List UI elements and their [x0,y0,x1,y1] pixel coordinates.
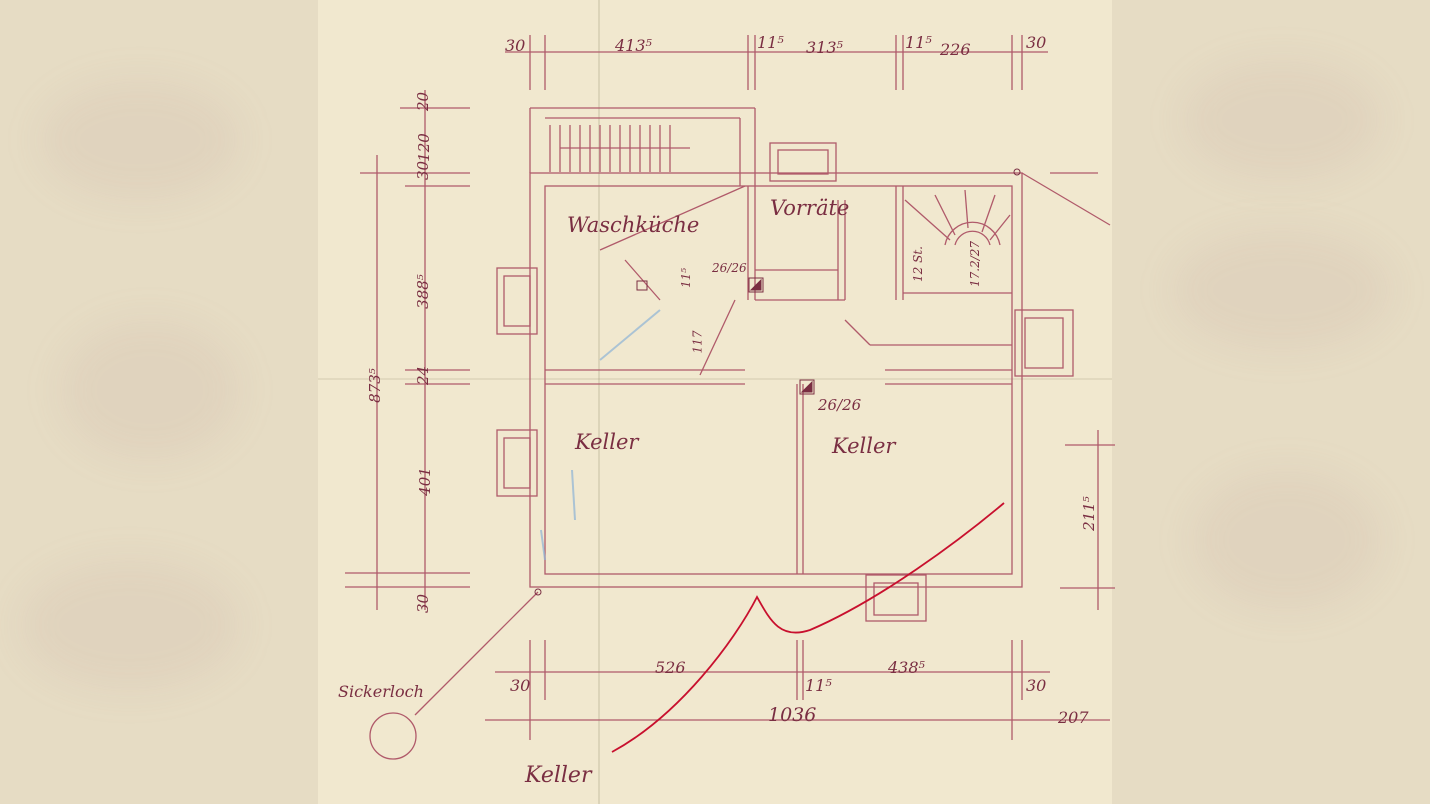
dim-left-6: 401 [415,467,434,496]
room-label-keller-right: Keller [832,434,896,458]
hall-dim-b: 117 [690,330,705,354]
dim-bottom-5: 30 [1026,676,1047,695]
chimney-size-b: 26/26 [818,396,862,414]
dim-bottom-2: 526 [655,658,686,677]
dim-bottom-4: 438⁵ [888,658,925,677]
dim-left-1: 20 [414,91,433,112]
label-sickerloch: Sickerloch [338,682,424,701]
label-keller-note: Keller [525,763,592,788]
chimney-size-a: 26/26 [712,261,747,275]
dim-bottom-extra: 207 [1058,708,1089,727]
dim-bottom-3: 11⁵ [805,676,832,695]
stair-count: 12 St. [910,246,925,282]
blurred-margin-left [0,0,318,804]
room-label-keller-left: Keller [575,430,639,454]
hall-dim-a: 11⁵ [679,267,694,289]
dim-left-total: 873⁵ [365,368,384,403]
room-label-waschkueche: Waschküche [567,213,700,237]
dim-left-7: 30 [414,593,433,614]
dim-left-5: 24 [414,365,433,386]
room-label-vorraete: Vorräte [770,196,850,220]
paper-fold-horizontal [318,378,1112,380]
paper-fold-vertical [598,0,600,804]
dim-top-1: 30 [505,36,526,55]
dim-top-3: 11⁵ [757,33,784,52]
dim-top-4: 313⁵ [806,38,843,57]
dim-bottom-total: 1036 [768,704,817,726]
dim-top-2: 413⁵ [615,36,652,55]
dim-left-2: 120 [414,133,433,162]
stair-ratio: 17.2/27 [968,240,983,288]
blueprint-paper [318,0,1112,804]
dim-right-1: 211⁵ [1079,496,1098,531]
dim-left-3: 30 [414,160,433,181]
dim-left-4: 388⁵ [413,274,432,309]
dim-top-5: 11⁵ [905,33,932,52]
dim-top-6: 226 [940,40,971,59]
dim-top-7: 30 [1026,33,1047,52]
dim-bottom-1: 30 [510,676,531,695]
blurred-margin-right [1112,0,1430,804]
